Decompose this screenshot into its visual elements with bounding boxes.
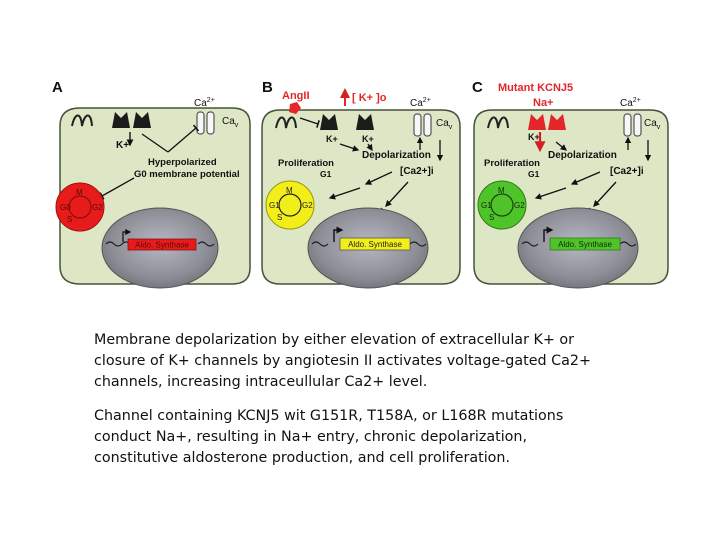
- cell-cycle: M G0 G2 S: [55, 182, 105, 232]
- signal-arrow: [570, 171, 601, 185]
- caption-paragraph-1: Membrane depolarization by either elevat…: [94, 332, 591, 390]
- svg-text:M: M: [286, 186, 293, 195]
- aldo-synthase-gene: [339, 237, 411, 251]
- aldo-synthase-gene: [127, 238, 197, 251]
- signal-arrow: [593, 181, 617, 207]
- k-channel: [320, 114, 374, 130]
- promoter-arrow: [333, 226, 344, 242]
- svg-text:S: S: [277, 213, 282, 222]
- mutant-k-channel: [528, 114, 566, 130]
- signal-arrow: [534, 187, 567, 200]
- k-label: K+: [116, 140, 129, 151]
- panel-c: C Mutant KCNJ5 Na+ Ca2+ Cav K+ Depolariz…: [472, 79, 669, 289]
- signal-arrow: [328, 187, 361, 200]
- panel-label: C: [472, 79, 483, 96]
- state-label: Hyperpolarized: [148, 157, 217, 168]
- panel-a: A Ca2+ Cav K+ Hyperpolarized G0 membrane…: [52, 79, 251, 289]
- signal-arrow: [364, 171, 393, 185]
- dna-strand: [521, 241, 637, 247]
- cav-label: Cav: [436, 118, 453, 131]
- caption-paragraph-2: Channel containing KCNJ5 wit G151R, T158…: [94, 408, 564, 466]
- signal-arrow: [385, 181, 409, 207]
- mutant-title: Mutant KCNJ5: [498, 82, 573, 94]
- k-to-depol-arrow: [339, 143, 360, 152]
- cell-cycle: M G1 G2 S: [265, 180, 315, 230]
- cav-channel: [413, 113, 432, 137]
- gene-label: Aldo. Synthase: [348, 240, 402, 249]
- inhibit-cycle-line: [99, 177, 135, 200]
- na-to-depol-arrow: [555, 141, 568, 151]
- cav-label: Cav: [222, 116, 239, 129]
- k-label: K+: [528, 132, 540, 142]
- adrenal-cell-diagram: A Ca2+ Cav K+ Hyperpolarized G0 membrane…: [52, 79, 669, 289]
- promoter-arrow: [122, 229, 132, 242]
- g1-label: G1: [528, 169, 540, 179]
- svg-text:M: M: [76, 188, 83, 197]
- receptor-coil: [275, 116, 297, 129]
- svg-text:G1: G1: [269, 201, 280, 210]
- angii-label: AngII: [282, 90, 310, 102]
- svg-text:G0: G0: [60, 203, 71, 212]
- svg-text:G2: G2: [92, 203, 103, 212]
- k-channel: [112, 112, 151, 128]
- promoter-arrow: [543, 226, 554, 242]
- k-label: K+: [362, 134, 374, 144]
- cav-channel: [623, 113, 642, 137]
- depolarization-label: Depolarization: [548, 150, 617, 161]
- cav-label: Cav: [644, 118, 661, 131]
- state-label: G0 membrane potential: [134, 169, 240, 180]
- inhibit-channel-line: [299, 117, 320, 128]
- panel-label: A: [52, 79, 63, 96]
- dna-strand: [311, 241, 427, 247]
- g1-label: G1: [320, 169, 332, 179]
- panel-b: B AngII [ K+ ]o Ca2+ Cav K+ K+ Depolariz…: [261, 79, 461, 289]
- k-ext-label: [ K+ ]o: [352, 92, 387, 104]
- aldo-synthase-gene: [549, 237, 621, 251]
- panel-label: B: [262, 79, 273, 96]
- dna-strand: [105, 241, 215, 247]
- k-to-depol-arrow: [366, 143, 373, 152]
- depolarization-label: Depolarization: [362, 150, 431, 161]
- svg-text:G1: G1: [481, 201, 492, 210]
- cell-cycle: M G1 G2 S: [477, 180, 527, 230]
- ca-i-label: [Ca2+]i: [400, 166, 434, 177]
- inhibit-cav-line: [167, 124, 200, 153]
- ca-label: Ca2+: [620, 97, 641, 109]
- svg-text:M: M: [498, 186, 505, 195]
- proliferation-label: Proliferation: [484, 158, 540, 169]
- gene-label: Aldo. Synthase: [135, 241, 189, 250]
- ca-i-label: [Ca2+]i: [610, 166, 644, 177]
- angii-ligand: [289, 102, 301, 114]
- svg-text:S: S: [67, 215, 72, 224]
- ca-label: Ca2+: [194, 97, 215, 109]
- receptor-coil: [487, 116, 509, 129]
- svg-text:G2: G2: [302, 201, 313, 210]
- proliferation-label: Proliferation: [278, 158, 334, 169]
- ca-label: Ca2+: [410, 97, 431, 109]
- k-label: K+: [326, 134, 338, 144]
- na-label: Na+: [533, 97, 554, 109]
- svg-text:S: S: [489, 213, 494, 222]
- receptor-coil: [71, 114, 93, 127]
- svg-text:G2: G2: [514, 201, 525, 210]
- gene-label: Aldo. Synthase: [558, 240, 612, 249]
- inhibit-channel-line: [141, 133, 169, 153]
